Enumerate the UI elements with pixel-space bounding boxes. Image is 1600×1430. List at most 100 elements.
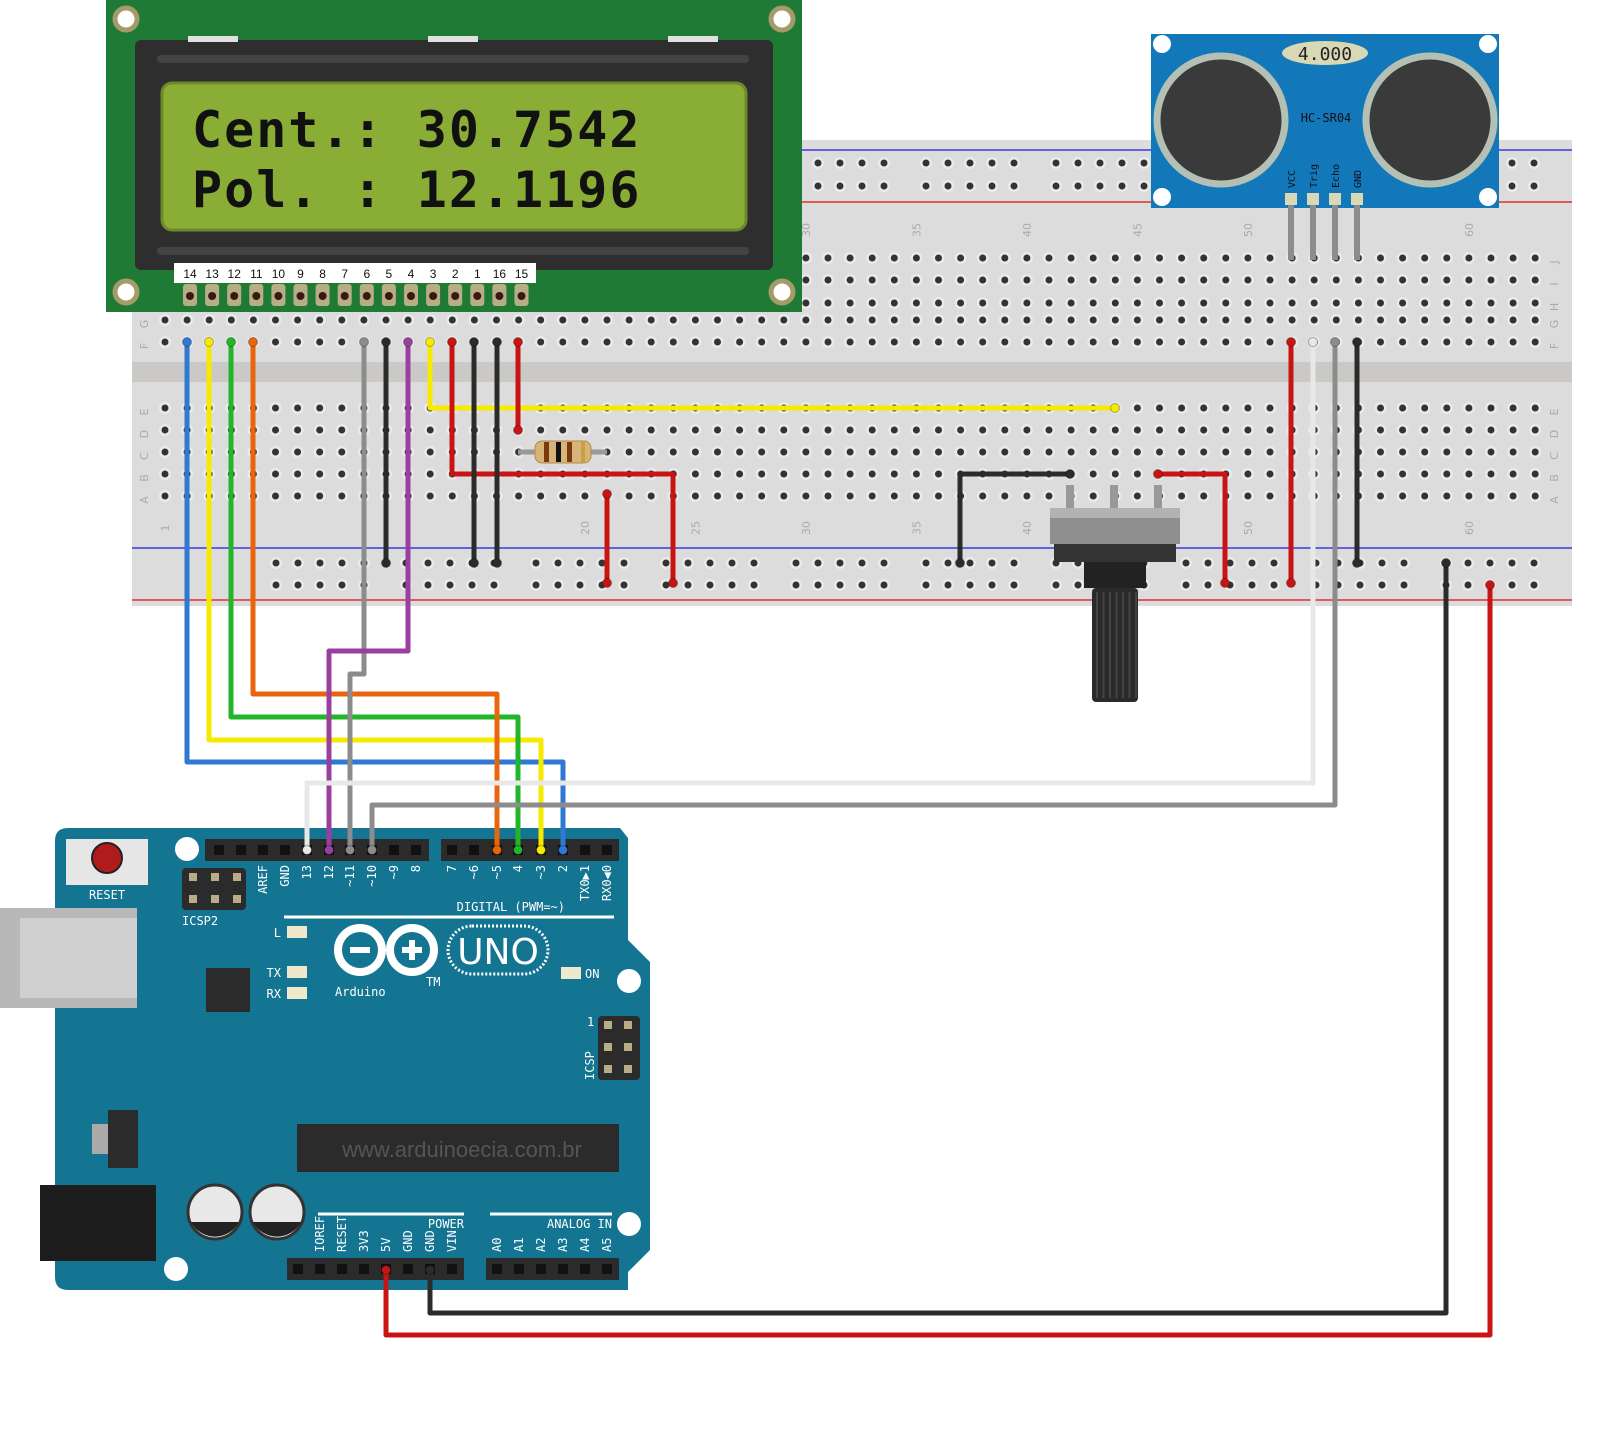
rail-hole-center	[1074, 581, 1082, 589]
breadboard-hole-center	[625, 426, 633, 434]
header-pin[interactable]	[258, 845, 268, 855]
rail-hole-center	[880, 182, 888, 190]
digital-pin-label: 12	[322, 865, 336, 879]
header-pin[interactable]	[536, 1264, 546, 1274]
header-pin[interactable]	[580, 845, 590, 855]
breadboard-hole-center	[1377, 404, 1384, 412]
breadboard-hole-center	[1133, 426, 1141, 434]
header-pin[interactable]	[580, 1264, 590, 1274]
wire-end	[513, 337, 523, 347]
red-wire[interactable]	[449, 339, 676, 586]
breadboard-hole-center	[1421, 316, 1429, 324]
breadboard-hole-center	[1509, 470, 1517, 478]
power-pin-label: VIN	[445, 1230, 459, 1252]
black-wire[interactable]	[957, 471, 1073, 566]
power-pin-label: 5V	[379, 1238, 393, 1252]
breadboard-hole-center	[1111, 276, 1119, 284]
transducer-right	[1362, 52, 1498, 188]
breadboard-hole-center	[846, 448, 854, 456]
breadboard-hole-center	[1200, 426, 1208, 434]
breadboard-hole-center	[957, 448, 965, 456]
breadboard-hole-center	[1045, 276, 1053, 284]
breadboard-hole-center	[691, 448, 699, 456]
breadboard-hole-center	[1509, 299, 1517, 307]
yellow-wire[interactable]	[427, 339, 1118, 411]
rail-hole-center	[750, 559, 758, 567]
header-pin[interactable]	[469, 845, 479, 855]
header-pin[interactable]	[315, 1264, 325, 1274]
rail-hole-center	[728, 581, 736, 589]
pot-knob[interactable]	[1092, 588, 1138, 702]
header-pin[interactable]	[558, 1264, 568, 1274]
rail-hole-center	[620, 559, 628, 567]
header-pin[interactable]	[403, 1264, 413, 1274]
black-wire[interactable]	[427, 560, 1449, 1316]
orange-wire[interactable]	[250, 339, 500, 853]
reset-button[interactable]	[91, 842, 123, 874]
row-label: I	[1548, 282, 1561, 285]
breadboard-hole-center	[1377, 254, 1384, 262]
header-pin[interactable]	[359, 1264, 369, 1274]
lcd-pin-hole	[274, 292, 283, 300]
breadboard-hole-center	[1443, 316, 1451, 324]
breadboard-hole-center	[890, 470, 898, 478]
icsp-pin1-label: 1	[587, 1015, 594, 1029]
purple-wire[interactable]	[326, 339, 411, 853]
gray-wire[interactable]	[369, 339, 1338, 853]
breadboard-hole-center	[1421, 448, 1429, 456]
yellow-wire[interactable]	[206, 339, 544, 853]
header-pin[interactable]	[337, 1264, 347, 1274]
power-jack[interactable]	[40, 1185, 156, 1261]
wire-end	[1485, 580, 1495, 590]
breadboard-hole-center	[1178, 299, 1186, 307]
breadboard-hole-center	[1487, 299, 1495, 307]
rail-hole-center	[944, 581, 952, 589]
breadboard-hole-center	[736, 426, 744, 434]
breadboard-hole-center	[669, 448, 677, 456]
header-pin[interactable]	[280, 845, 290, 855]
power-pin-label: GND	[401, 1230, 415, 1252]
rail-hole-center	[1530, 559, 1538, 567]
breadboard-hole-center	[1465, 492, 1473, 500]
header-pin[interactable]	[389, 845, 399, 855]
breadboard-hole-center	[426, 316, 434, 324]
red-wire[interactable]	[383, 582, 1493, 1338]
header-pin[interactable]	[447, 845, 457, 855]
red-wire[interactable]	[1155, 471, 1228, 586]
header-pin[interactable]	[602, 845, 612, 855]
header-pin[interactable]	[236, 845, 246, 855]
header-pin[interactable]	[602, 1264, 612, 1274]
bezel-clip	[668, 36, 718, 42]
header-pin[interactable]	[411, 845, 421, 855]
breadboard-hole-center	[1001, 276, 1009, 284]
breadboard-hole-center	[1067, 254, 1075, 262]
icsp-header	[598, 1016, 640, 1080]
breadboard-hole-center	[537, 316, 545, 324]
breadboard-hole-center	[1509, 254, 1517, 262]
breadboard-hole-center	[1178, 316, 1186, 324]
breadboard-hole-center	[714, 492, 721, 500]
white-wire[interactable]	[304, 339, 1316, 853]
gray-wire[interactable]	[347, 339, 367, 853]
header-pin[interactable]	[293, 1264, 303, 1274]
mount-hole	[175, 837, 199, 861]
logo-loop	[334, 924, 386, 976]
header-pin[interactable]	[514, 1264, 524, 1274]
rail-hole-center	[662, 581, 670, 589]
breadboard-hole-center	[1156, 426, 1163, 434]
breadboard-hole-center	[890, 316, 898, 324]
pot-pin	[1154, 485, 1162, 511]
wire-end	[381, 1265, 391, 1275]
header-pin[interactable]	[492, 1264, 502, 1274]
digital-pin-label: ~5	[490, 865, 504, 879]
header-pin[interactable]	[214, 845, 224, 855]
rail-hole-center	[1010, 581, 1018, 589]
rail-hole-center	[338, 581, 346, 589]
rail-hole-center	[1378, 559, 1386, 567]
wire-end	[381, 337, 391, 347]
breadboard-hole-center	[868, 299, 876, 307]
mount-hole	[164, 1257, 188, 1281]
header-pin[interactable]	[447, 1264, 457, 1274]
breadboard-hole-center	[426, 426, 434, 434]
breadboard-hole-center	[1045, 448, 1053, 456]
